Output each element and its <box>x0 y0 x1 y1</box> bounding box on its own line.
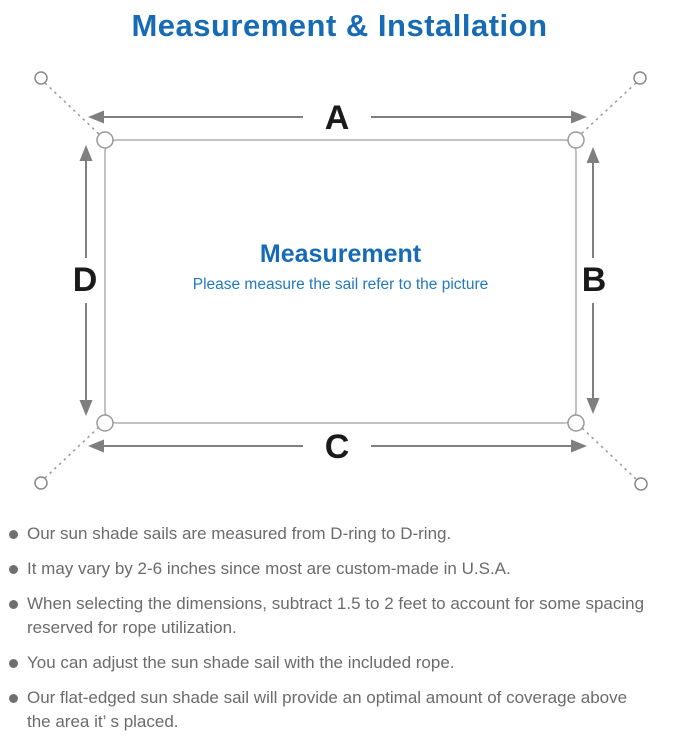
note-item: It may vary by 2-6 inches since most are… <box>9 557 675 581</box>
rope-line-top-right <box>580 82 637 135</box>
note-text: You can adjust the sun shade sail with t… <box>27 653 455 672</box>
sail-outline <box>104 139 577 424</box>
note-item: When selecting the dimensions, subtract … <box>9 592 675 640</box>
dim-label-a: A <box>325 99 350 137</box>
rope-line-bottom-right <box>580 426 637 480</box>
anchor-point-icon <box>633 71 647 85</box>
bullet-icon <box>9 659 18 668</box>
rope-line-top-left <box>44 82 100 135</box>
anchor-point-icon <box>34 476 48 490</box>
d-ring-icon <box>96 414 114 432</box>
note-text: When selecting the dimensions, subtract … <box>27 594 645 637</box>
note-item: Our flat-edged sun shade sail will provi… <box>9 686 675 734</box>
page-title: Measurement & Installation <box>131 8 548 43</box>
dim-label-d: D <box>73 261 98 299</box>
note-text: Our sun shade sails are measured from D-… <box>27 524 452 543</box>
diagram-canvas: A B C D <box>34 71 648 491</box>
arrowhead-c-left <box>88 439 104 453</box>
bullet-icon <box>9 600 18 609</box>
notes-list: Our sun shade sails are measured from D-… <box>0 514 679 734</box>
note-item: You can adjust the sun shade sail with t… <box>9 651 675 675</box>
bullet-icon <box>9 565 18 574</box>
bullet-icon <box>9 694 18 703</box>
d-ring-icon <box>567 414 585 432</box>
note-text: Our flat-edged sun shade sail will provi… <box>27 688 628 731</box>
note-text: It may vary by 2-6 inches since most are… <box>27 559 511 578</box>
bullet-icon <box>9 530 18 539</box>
arrowhead-b-up <box>586 147 600 163</box>
arrowhead-c-right <box>571 439 587 453</box>
arrowhead-a-left <box>88 110 104 124</box>
arrowhead-d-up <box>79 145 93 161</box>
caption-subheading: Please measure the sail refer to the pic… <box>192 276 489 293</box>
measurement-diagram: A B C D Measurement Please measure the s… <box>0 56 679 514</box>
d-ring-icon <box>567 131 585 149</box>
arrowhead-b-down <box>586 398 600 414</box>
anchor-point-icon <box>34 71 48 85</box>
diagram-caption: Measurement Please measure the sail refe… <box>105 240 576 294</box>
note-item: Our sun shade sails are measured from D-… <box>9 522 675 546</box>
arrowhead-d-down <box>79 400 93 416</box>
anchor-point-icon <box>634 477 648 491</box>
dim-label-c: C <box>325 428 350 466</box>
dim-label-b: B <box>582 261 607 299</box>
arrowhead-a-right <box>571 110 587 124</box>
caption-heading: Measurement <box>259 240 422 268</box>
d-ring-icon <box>96 131 114 149</box>
rope-line-bottom-left <box>44 426 100 479</box>
